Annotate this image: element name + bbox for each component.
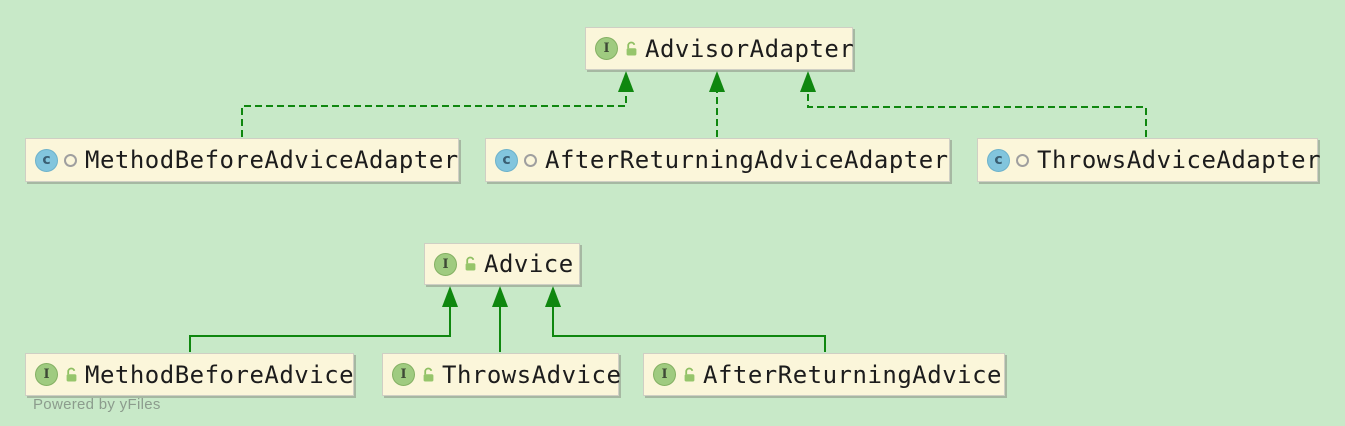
- inheritance-arrowhead: [618, 71, 634, 92]
- inheritance-arrowhead: [709, 71, 725, 92]
- node-advice[interactable]: I Advice: [424, 243, 580, 285]
- inheritance-arrowhead: [545, 286, 561, 307]
- edge-extends-afterreturningadvice-advice: [552, 307, 826, 352]
- public-lock-icon: [421, 367, 436, 383]
- node-throws-advice-adapter[interactable]: c ThrowsAdviceAdapter: [977, 138, 1322, 182]
- node-throws-advice[interactable]: I ThrowsAdvice: [382, 353, 622, 396]
- public-lock-icon: [64, 367, 79, 383]
- node-label: ThrowsAdvice: [442, 360, 622, 389]
- node-label: AdvisorAdapter: [645, 34, 855, 63]
- node-method-before-advice-adapter[interactable]: c MethodBeforeAdviceAdapter: [25, 138, 459, 182]
- interface-icon: I: [653, 363, 676, 386]
- class-icon: c: [987, 148, 1010, 172]
- inheritance-arrowhead: [442, 286, 458, 307]
- class-icon: c: [35, 148, 58, 172]
- inheritance-arrowhead: [800, 71, 816, 92]
- interface-icon: I: [595, 37, 618, 60]
- edge-implements-methodbeforeadviceadapter-advisoradapter: [241, 92, 627, 137]
- class-icon: c: [495, 148, 518, 172]
- edge-implements-throwsadviceadapter-advisoradapter: [807, 92, 1147, 137]
- node-label: MethodBeforeAdviceAdapter: [85, 146, 459, 174]
- node-label: AfterReturningAdvice: [703, 360, 1002, 389]
- interface-icon: I: [434, 252, 457, 276]
- node-label: AfterReturningAdviceAdapter: [545, 146, 949, 174]
- inheritance-arrowhead: [492, 286, 508, 307]
- interface-icon: I: [35, 363, 58, 386]
- node-method-before-advice[interactable]: I MethodBeforeAdvice: [25, 353, 354, 396]
- public-lock-icon: [624, 41, 639, 57]
- package-local-icon: [1016, 153, 1029, 167]
- interface-icon: I: [392, 363, 415, 386]
- node-label: MethodBeforeAdvice: [85, 360, 355, 389]
- node-label: ThrowsAdviceAdapter: [1037, 146, 1322, 174]
- node-after-returning-advice-adapter[interactable]: c AfterReturningAdviceAdapter: [485, 138, 950, 182]
- yfiles-watermark: Powered by yFiles: [33, 396, 161, 413]
- public-lock-icon: [682, 367, 697, 383]
- package-local-icon: [64, 153, 77, 167]
- node-after-returning-advice[interactable]: I AfterReturningAdvice: [643, 353, 1005, 396]
- public-lock-icon: [463, 256, 478, 272]
- package-local-icon: [524, 153, 537, 167]
- node-advisor-adapter[interactable]: I AdvisorAdapter: [585, 27, 855, 70]
- edge-extends-methodbeforeadvice-advice: [189, 307, 451, 352]
- node-label: Advice: [484, 250, 574, 278]
